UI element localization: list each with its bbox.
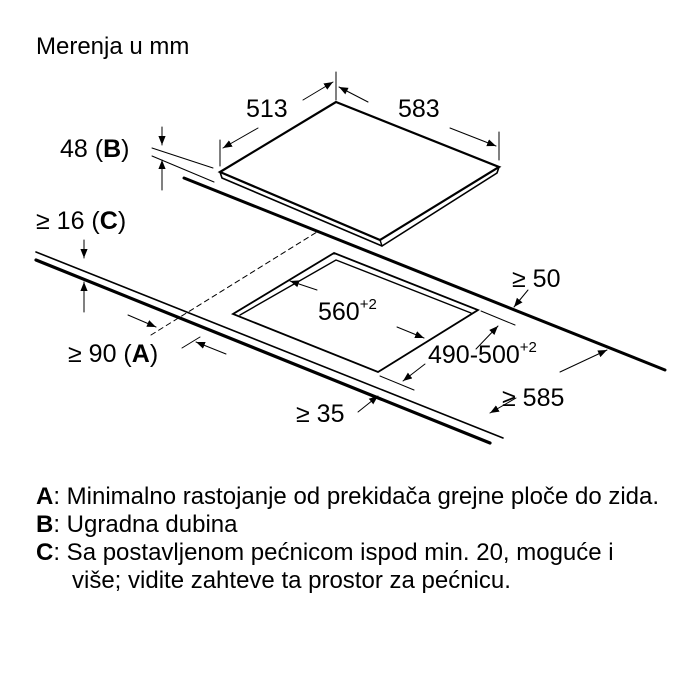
note-text: : Sa postavljenom pećnicom ispod min. 20… [53, 539, 614, 594]
c-label: ≥ 16 (C) [36, 207, 127, 235]
a-label: ≥ 90 (A) [68, 340, 159, 368]
c-key: C [99, 207, 118, 235]
note-b: B: Ugradna dubina [36, 511, 700, 539]
rear-gap-label: ≥ 50 [512, 265, 561, 293]
note-text: : Ugradna dubina [53, 511, 238, 538]
note-text: : Minimalno rastojanje od prekidača grej… [53, 483, 660, 510]
installation-diagram [34, 71, 667, 445]
worktop-depth-label: ≥ 585 [502, 384, 565, 412]
front-gap-label: ≥ 35 [296, 400, 345, 428]
hob [217, 100, 502, 247]
cutout-width-value: 560 [318, 298, 360, 326]
dashed-guide [150, 231, 318, 336]
c-value: ≥ 16 [36, 207, 85, 235]
cutout-depth-label: 490-500+2 [428, 340, 537, 368]
notes-legend: A: Minimalno rastojanje od prekidača gre… [36, 483, 700, 595]
rear-worktop-edge [182, 176, 667, 372]
hob-width-label: 583 [398, 95, 440, 123]
cutout-width-tol: +2 [359, 296, 377, 313]
note-key: C [36, 539, 54, 566]
page-title: Merenja u mm [36, 33, 190, 60]
b-value: 48 [60, 135, 88, 163]
cutout-depth-value: 490-500 [428, 341, 520, 369]
b-key: B [103, 135, 122, 163]
cutout-depth-tol: +2 [519, 339, 537, 356]
note-key: A [36, 483, 54, 510]
hob-depth-label: 513 [246, 95, 288, 123]
front-worktop-edge [35, 251, 504, 439]
a-key: A [131, 340, 150, 368]
note-c: C: Sa postavljenom pećnicom ispod min. 2… [36, 539, 700, 595]
b-label: 48 (B) [60, 135, 130, 163]
cutout [230, 251, 480, 374]
note-a: A: Minimalno rastojanje od prekidača gre… [36, 483, 700, 511]
cutout-width-label: 560+2 [318, 297, 377, 325]
a-value: ≥ 90 [68, 340, 117, 368]
note-key: B [36, 511, 54, 538]
